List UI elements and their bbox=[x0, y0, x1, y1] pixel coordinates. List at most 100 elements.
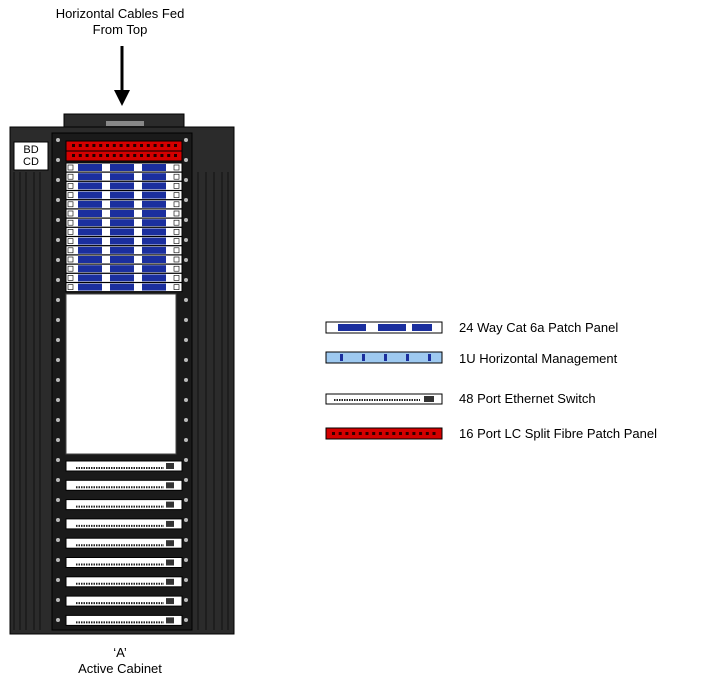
port-block bbox=[142, 164, 166, 171]
fibre-port bbox=[146, 154, 150, 157]
rail-screw bbox=[184, 458, 188, 462]
port-block bbox=[142, 256, 166, 263]
legend-fibre-port bbox=[399, 432, 402, 435]
panel-label-tab bbox=[173, 173, 180, 180]
panel-label-tab bbox=[67, 173, 74, 180]
legend-fibre-port bbox=[332, 432, 335, 435]
top-annotation-line-1: Horizontal Cables Fed bbox=[55, 6, 185, 21]
ethernet-switch bbox=[65, 595, 183, 607]
panel-label-tab bbox=[67, 265, 74, 272]
fibre-port bbox=[112, 144, 116, 147]
port-block bbox=[142, 246, 166, 254]
panel-label-tab bbox=[173, 265, 180, 272]
legend-cable-ring bbox=[428, 354, 431, 361]
panel-label-tab bbox=[173, 229, 180, 235]
fibre-port bbox=[153, 154, 157, 157]
fibre-port bbox=[140, 154, 143, 157]
rail-screw bbox=[184, 178, 188, 182]
rail-screw bbox=[184, 158, 188, 162]
rail-screw bbox=[184, 418, 188, 422]
ethernet-switch bbox=[65, 518, 183, 530]
ethernet-switch bbox=[65, 499, 183, 511]
fibre-port bbox=[146, 144, 150, 147]
legend-fibre-port bbox=[352, 432, 356, 435]
panel-label-tab bbox=[173, 192, 180, 198]
legend-fibre-port bbox=[425, 432, 429, 435]
port-block bbox=[142, 219, 166, 227]
legend-fibre-port bbox=[365, 432, 369, 435]
rail-screw bbox=[56, 558, 60, 562]
port-block bbox=[78, 200, 102, 208]
legend-management-icon bbox=[325, 351, 443, 364]
port-block bbox=[78, 256, 102, 263]
panel-label-tab bbox=[67, 192, 74, 198]
rail-screw bbox=[56, 138, 60, 142]
rail-screw bbox=[184, 298, 188, 302]
port-block bbox=[110, 173, 134, 181]
ethernet-switch bbox=[65, 557, 183, 568]
panel-label-tab bbox=[173, 210, 180, 217]
cabinet-caption-line-1: ‘A’ bbox=[113, 645, 127, 660]
fibre-patch-panel bbox=[65, 150, 183, 162]
rail-screw bbox=[56, 358, 60, 362]
legend-port-block bbox=[378, 324, 406, 331]
panel-label-tab bbox=[67, 164, 74, 171]
fibre-port bbox=[140, 144, 143, 147]
panel-label-tab bbox=[173, 201, 180, 208]
fibre-port bbox=[112, 154, 116, 157]
legend-switch-uplink bbox=[424, 396, 434, 402]
panel-label-tab bbox=[67, 256, 74, 263]
port-block bbox=[142, 237, 166, 245]
fibre-port bbox=[133, 154, 137, 157]
legend-fibre-port bbox=[412, 432, 416, 435]
switch-uplink bbox=[166, 559, 174, 566]
port-block bbox=[110, 219, 134, 227]
rail-screw bbox=[56, 238, 60, 242]
panel-label-tab bbox=[173, 247, 180, 254]
rail-screw bbox=[56, 158, 60, 162]
port-block bbox=[78, 219, 102, 227]
port-block bbox=[110, 237, 134, 245]
port-block bbox=[142, 228, 166, 236]
panel-label-tab bbox=[67, 284, 74, 290]
rail-screw bbox=[184, 198, 188, 202]
rail-screw bbox=[184, 398, 188, 402]
rail-screw bbox=[56, 618, 60, 622]
panel-label-tab bbox=[67, 247, 74, 254]
fibre-port bbox=[78, 154, 82, 157]
port-block bbox=[110, 228, 134, 236]
port-block bbox=[78, 182, 102, 190]
fibre-port bbox=[174, 154, 177, 157]
port-block bbox=[110, 164, 134, 171]
port-block bbox=[142, 182, 166, 190]
rail-screw bbox=[184, 278, 188, 282]
legend-cable-ring bbox=[406, 354, 409, 361]
fibre-port bbox=[133, 144, 137, 147]
panel-label-tab bbox=[173, 238, 180, 244]
rail-screw bbox=[184, 258, 188, 262]
rail-screw bbox=[184, 618, 188, 622]
rail-screw bbox=[56, 398, 60, 402]
rail-screw bbox=[184, 338, 188, 342]
ethernet-switch bbox=[65, 537, 183, 549]
panel-label-tab bbox=[67, 238, 74, 244]
port-block bbox=[142, 274, 166, 282]
legend-label: 48 Port Ethernet Switch bbox=[459, 391, 596, 406]
ethernet-switch bbox=[65, 614, 183, 626]
cabinet-logo-plate bbox=[106, 121, 144, 126]
legend-port-block bbox=[412, 324, 432, 331]
panel-label-tab bbox=[67, 201, 74, 208]
port-block bbox=[78, 191, 102, 199]
switch-uplink bbox=[166, 598, 174, 605]
rail-screw bbox=[56, 598, 60, 602]
rail-screw bbox=[56, 298, 60, 302]
rail-screw bbox=[184, 538, 188, 542]
rail-screw bbox=[56, 378, 60, 382]
port-block bbox=[78, 210, 102, 217]
rail-screw bbox=[56, 518, 60, 522]
rail-screw bbox=[56, 178, 60, 182]
port-block bbox=[110, 283, 134, 291]
rail-screw bbox=[184, 498, 188, 502]
panel-label-tab bbox=[173, 284, 180, 290]
